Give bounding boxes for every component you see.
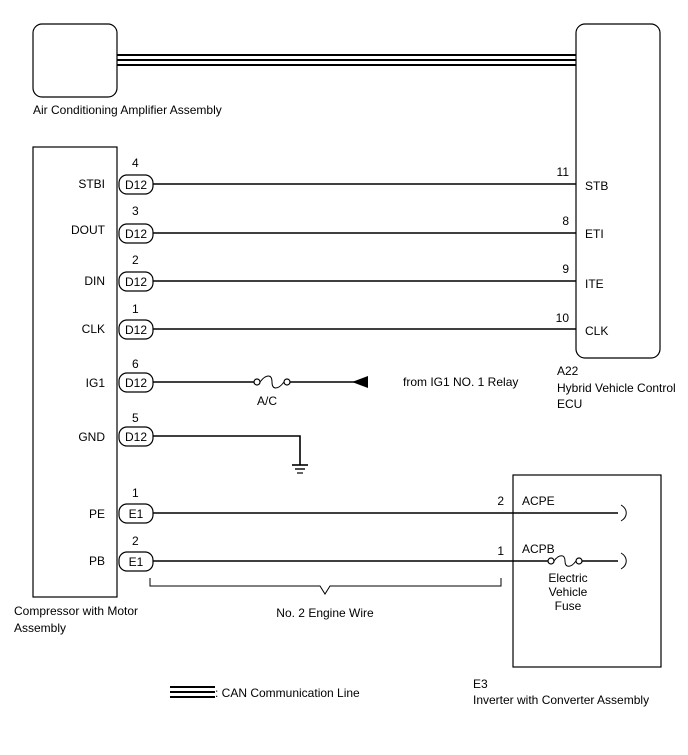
pin-number: 11	[557, 165, 570, 179]
ac-amplifier-label: Air Conditioning Amplifier Assembly	[33, 103, 222, 117]
pin-label-din: DIN	[84, 274, 105, 288]
hv-ecu-box	[575, 23, 661, 359]
connector-din: D12	[118, 271, 154, 292]
connector-ig1: D12	[118, 372, 154, 393]
compressor-pin-numbers: 4 3 2 1 6 5 1 2	[132, 156, 139, 548]
fuse-ac-icon	[253, 375, 291, 389]
can-bus-lines	[117, 54, 577, 66]
pin-label-pb: PB	[89, 554, 105, 568]
connectors: D12 D12 D12 D12 D12 D12 E1 E1	[118, 174, 154, 572]
wire-gnd	[152, 435, 301, 465]
inverter-pin-acpe: ACPE	[522, 494, 555, 508]
pin-label-ig1: IG1	[86, 376, 106, 390]
ecu-pin-ite: ITE	[585, 277, 604, 291]
fuse-ev-icon	[547, 555, 583, 567]
connector-pe: E1	[118, 503, 154, 524]
fuse-ev-label-line3: Fuse	[555, 599, 582, 613]
pin-number: 1	[132, 302, 139, 316]
ecu-pin-eti: ETI	[585, 227, 604, 241]
svg-text:D12: D12	[125, 275, 147, 289]
harness-bracket	[149, 578, 502, 595]
ecu-pin-numbers: 11 8 9 10	[556, 165, 570, 325]
break-icon	[620, 552, 627, 570]
can-legend-label: : CAN Communication Line	[215, 686, 360, 700]
compressor-label-line1: Compressor with Motor	[14, 604, 138, 618]
svg-text:E1: E1	[129, 507, 144, 521]
pin-number: 2	[132, 253, 139, 267]
ecu-pin-clk: CLK	[585, 324, 608, 338]
break-icon	[620, 504, 627, 522]
pin-label-dout: DOUT	[71, 223, 106, 237]
pin-number: 1	[497, 544, 504, 558]
inverter-code: E3	[473, 677, 488, 691]
svg-text:D12: D12	[125, 227, 147, 241]
pin-label-pe: PE	[89, 507, 105, 521]
svg-text:E1: E1	[129, 555, 144, 569]
fuse-ac-label: A/C	[257, 394, 277, 408]
svg-text:D12: D12	[125, 323, 147, 337]
pin-number: 1	[132, 486, 139, 500]
pin-number: 8	[562, 214, 569, 228]
inverter-pin-acpb: ACPB	[522, 542, 555, 556]
connector-dout: D12	[118, 223, 154, 244]
svg-text:D12: D12	[125, 430, 147, 444]
fuse-ev-label-line1: Electric	[548, 571, 587, 585]
ac-amplifier-box	[32, 23, 118, 98]
svg-text:D12: D12	[125, 376, 147, 390]
pin-label-gnd: GND	[78, 430, 105, 444]
harness-label: No. 2 Engine Wire	[276, 606, 374, 620]
ground-icon	[292, 464, 308, 474]
connector-gnd: D12	[118, 426, 154, 447]
compressor-box	[32, 146, 118, 598]
pin-number: 5	[132, 411, 139, 425]
pin-number: 4	[132, 156, 139, 170]
ecu-pin-stb: STB	[585, 179, 608, 193]
compressor-pin-labels: STBI DOUT DIN CLK IG1 GND PE PB	[71, 177, 106, 568]
pin-label-stbi: STBI	[78, 177, 105, 191]
connector-pb: E1	[118, 551, 154, 572]
svg-text:D12: D12	[125, 178, 147, 192]
pin-number: 2	[132, 534, 139, 548]
connector-clk: D12	[118, 319, 154, 340]
ecu-pin-labels: STB ETI ITE CLK	[585, 179, 608, 338]
arrow-icon	[352, 376, 368, 388]
pin-number: 2	[497, 494, 504, 508]
pin-number: 3	[132, 204, 139, 218]
inverter-name: Inverter with Converter Assembly	[473, 693, 649, 707]
connector-stbi: D12	[118, 174, 154, 195]
signal-wires	[152, 183, 618, 562]
hv-ecu-code: A22	[557, 364, 579, 378]
hv-ecu-name-line2: ECU	[557, 397, 582, 411]
hv-ecu-name-line1: Hybrid Vehicle Control	[557, 381, 676, 395]
inverter-box	[512, 474, 662, 668]
pin-number: 9	[562, 262, 569, 276]
source-label: from IG1 NO. 1 Relay	[403, 375, 518, 389]
fuse-ev-label-line2: Vehicle	[549, 585, 588, 599]
pin-label-clk: CLK	[82, 322, 105, 336]
can-legend-icon	[170, 686, 215, 698]
pin-number: 6	[132, 357, 139, 371]
pin-number: 10	[556, 311, 570, 325]
compressor-label-line2: Assembly	[14, 621, 66, 635]
